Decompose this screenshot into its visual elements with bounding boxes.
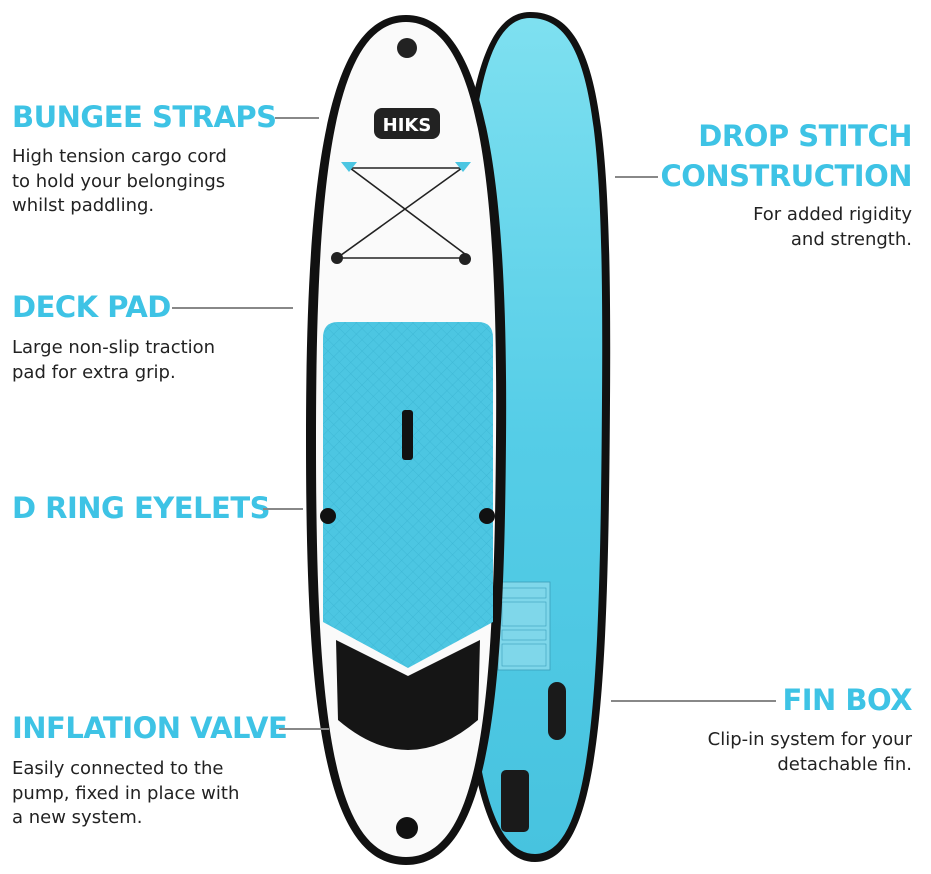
valve-title: INFLATION VALVE (12, 711, 288, 745)
drop-stitch-desc: For added rigidity and strength. (753, 204, 912, 250)
carry-handle (402, 410, 413, 460)
d-ring-title: D RING EYELETS (12, 491, 271, 525)
fin-box-title: FIN BOX (782, 683, 912, 717)
svg-text:HIKS: HIKS (383, 115, 432, 136)
tail-kick-pad (336, 640, 480, 750)
bungee-leader-line (275, 117, 319, 119)
brand-logo (374, 108, 440, 139)
deck-pad-title: DECK PAD (12, 290, 171, 324)
fin-box-plate (501, 770, 529, 832)
inflation-valve (396, 817, 418, 839)
d-ring-right (479, 508, 495, 524)
deck-pad-desc: Large non-slip traction pad for extra gr… (12, 337, 216, 383)
deck-pad (323, 322, 493, 668)
drop-stitch-title-2: CONSTRUCTION (660, 159, 912, 193)
board-front: HIKS (306, 15, 507, 865)
bungee-desc: High tension cargo cord to hold your bel… (12, 146, 227, 216)
deck-pad-leader-line (172, 307, 293, 309)
valve-leader-line (279, 728, 329, 730)
bungee-cord (336, 167, 466, 259)
valve-desc: Easily connected to the pump, fixed in p… (12, 758, 240, 828)
fin-box-leader-line (611, 700, 776, 702)
d-ring-leader-line (263, 508, 303, 510)
top-valve (397, 38, 417, 58)
fin-box-desc: Clip-in system for your detachable fin. (707, 729, 912, 775)
fin-box-slot (548, 682, 566, 740)
d-ring-left (320, 508, 336, 524)
drop-stitch-leader-line (615, 176, 658, 178)
bungee-title: BUNGEE STRAPS (12, 100, 277, 134)
warning-label (497, 581, 551, 671)
drop-stitch-title-1: DROP STITCH (698, 119, 912, 153)
